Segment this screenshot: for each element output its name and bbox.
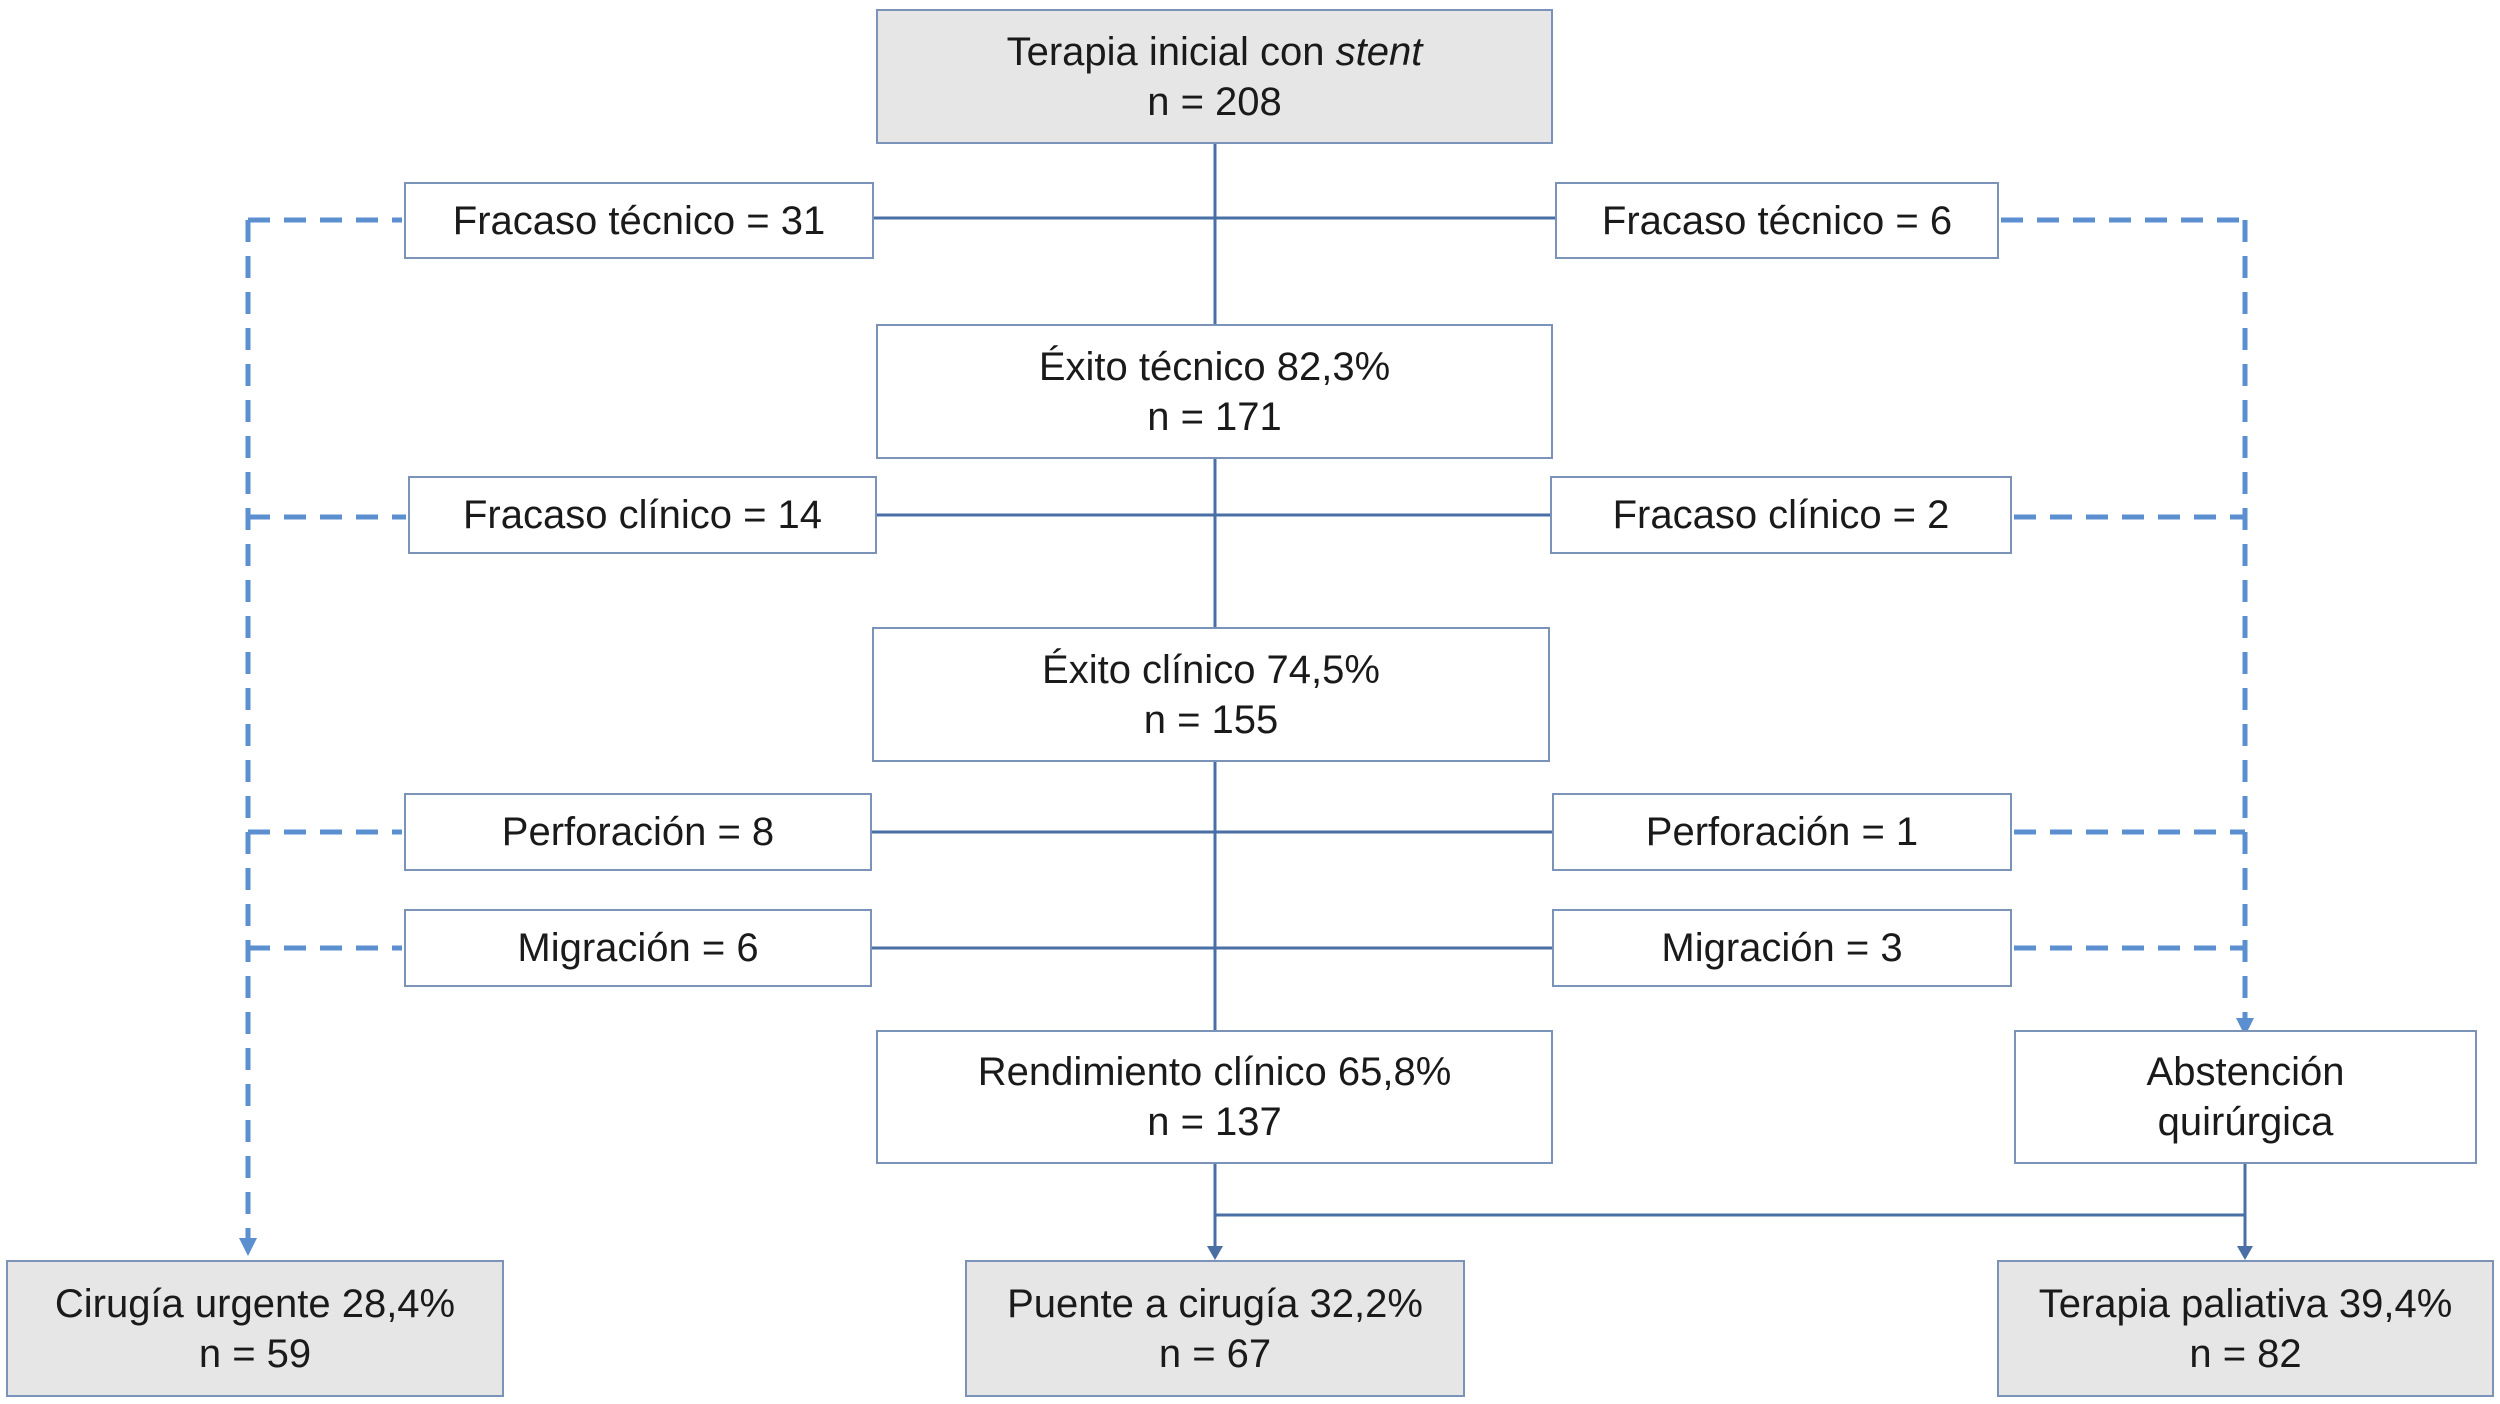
right-fracaso-tecnico-label: Fracaso técnico = 6 (1601, 198, 1953, 243)
abstencion-arrowhead (2236, 1018, 2254, 1036)
left-fracaso-tecnico-label: Fracaso técnico = 31 (452, 198, 826, 243)
exito-clinico-box: Éxito clínico 74,5% n = 155 (872, 627, 1550, 762)
dashed-connectors (245, 217, 2248, 1238)
rendimiento-clinico-label: Rendimiento clínico 65,8% (977, 1050, 1452, 1094)
abstencion-line2: quirúrgica (2157, 1100, 2334, 1144)
start-n: n = 208 (1147, 79, 1282, 124)
solid-arrowheads (1207, 1246, 2253, 1260)
start-box-terapia-inicial: Terapia inicial con stent n = 208 (876, 9, 1553, 144)
start-label-text: Terapia inicial con (1006, 29, 1325, 74)
puente-arrowhead (1207, 1246, 1223, 1260)
abstencion-quirurgica-box: Abstención quirúrgica (2014, 1030, 2477, 1164)
left-fracaso-clinico-box: Fracaso clínico = 14 (408, 476, 877, 554)
left-fracaso-clinico-label: Fracaso clínico = 14 (462, 493, 823, 537)
right-fracaso-clinico-box: Fracaso clínico = 2 (1550, 476, 2012, 554)
cirugia-urgente-box: Cirugía urgente 28,4% n = 59 (6, 1260, 504, 1397)
left-perforacion-label: Perforación = 8 (501, 810, 775, 854)
left-perforacion-box: Perforación = 8 (404, 793, 872, 871)
solid-connectors (872, 144, 2247, 1252)
cirugia-urgente-label: Cirugía urgente 28,4% (54, 1281, 456, 1326)
terapia-paliativa-box: Terapia paliativa 39,4% n = 82 (1997, 1260, 2494, 1397)
abstencion-line1: Abstención (2146, 1050, 2345, 1094)
puente-a-cirugia-label: Puente a cirugía 32,2% (1007, 1281, 1423, 1326)
start-label-emphasis: stent (1335, 29, 1423, 74)
cirugia-arrowhead (239, 1238, 257, 1256)
terapia-paliativa-label: Terapia paliativa 39,4% (2038, 1281, 2453, 1326)
right-fracaso-clinico-label: Fracaso clínico = 2 (1612, 493, 1950, 537)
left-migracion-label: Migración = 6 (517, 926, 759, 970)
exito-clinico-label: Éxito clínico 74,5% (1042, 647, 1380, 692)
rendimiento-clinico-n: n = 137 (1147, 1100, 1282, 1144)
right-perforacion-box: Perforación = 1 (1552, 793, 2012, 871)
right-migracion-label: Migración = 3 (1661, 926, 1903, 970)
dashed-arrowheads (239, 1018, 2254, 1256)
exito-tecnico-box: Éxito técnico 82,3% n = 171 (876, 324, 1553, 459)
puente-a-cirugia-box: Puente a cirugía 32,2% n = 67 (965, 1260, 1465, 1397)
puente-a-cirugia-n: n = 67 (1158, 1331, 1272, 1376)
left-fracaso-tecnico-box: Fracaso técnico = 31 (404, 182, 874, 259)
exito-clinico-n: n = 155 (1143, 697, 1279, 742)
paliativa-arrowhead (2237, 1246, 2253, 1260)
exito-tecnico-n: n = 171 (1147, 394, 1282, 439)
rendimiento-clinico-box: Rendimiento clínico 65,8% n = 137 (876, 1030, 1553, 1164)
right-fracaso-tecnico-box: Fracaso técnico = 6 (1555, 182, 1999, 259)
start-label: Terapia inicial con stent (1007, 27, 1423, 77)
cirugia-urgente-n: n = 59 (198, 1331, 312, 1376)
right-perforacion-label: Perforación = 1 (1645, 810, 1919, 854)
exito-tecnico-label: Éxito técnico 82,3% (1038, 344, 1391, 389)
left-migracion-box: Migración = 6 (404, 909, 872, 987)
terapia-paliativa-n: n = 82 (2189, 1331, 2302, 1376)
right-migracion-box: Migración = 3 (1552, 909, 2012, 987)
